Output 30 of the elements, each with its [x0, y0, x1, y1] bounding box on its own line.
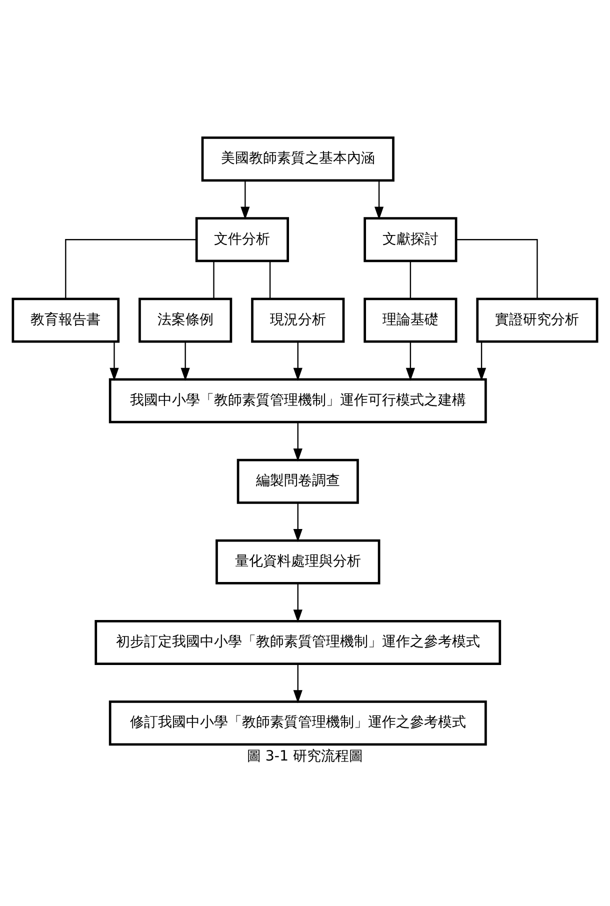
node-box: 教育報告書 [12, 297, 120, 342]
arrow [476, 341, 486, 380]
connector [456, 238, 538, 298]
connector [269, 260, 271, 298]
connector [213, 260, 214, 298]
arrow [293, 422, 302, 461]
node-box: 文獻探討 [364, 216, 458, 262]
arrow [293, 664, 302, 703]
node-box: 我國中小學「教師素質管理機制」運作可行模式之建構 [108, 378, 487, 423]
node-box: 修訂我國中小學「教師素質管理機制」運作之參考模式 [108, 700, 487, 746]
node-box: 量化資料處理與分析 [216, 538, 380, 584]
node-box: 實證研究分析 [476, 297, 598, 342]
connector [65, 238, 196, 298]
connector [410, 260, 412, 298]
node-box: 法案條例 [138, 297, 232, 342]
node-box: 現況分析 [251, 297, 345, 342]
node-box: 理論基礎 [364, 297, 458, 342]
arrow [293, 583, 302, 622]
arrow [406, 341, 416, 380]
arrow [240, 180, 250, 220]
arrow [293, 502, 302, 542]
node-box: 編製問卷調查 [236, 458, 359, 504]
node-box: 美國教師素質之基本內涵 [201, 136, 394, 182]
arrow [180, 341, 190, 380]
node-box: 初步訂定我國中小學「教師素質管理機制」運作之參考模式 [94, 619, 502, 664]
caption: 圖 3-1 研究流程圖 [246, 748, 364, 764]
arrow [110, 341, 119, 380]
arrow [374, 180, 384, 220]
node-box: 文件分析 [195, 216, 289, 262]
arrow [293, 341, 302, 380]
